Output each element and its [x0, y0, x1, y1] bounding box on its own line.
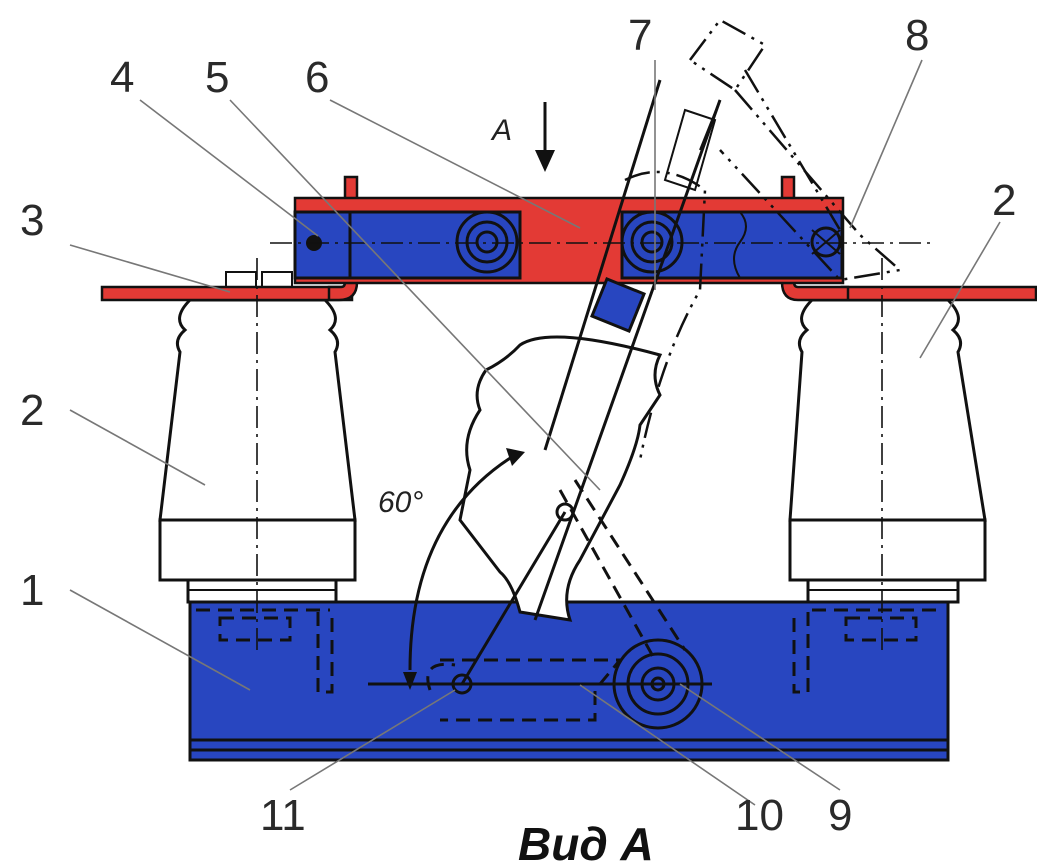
label-4: 4: [110, 53, 134, 102]
label-2-right: 2: [992, 176, 1016, 225]
view-marker-label: A: [490, 114, 512, 147]
part-labels: 1 2 2 3 4 5 6 7 8 9 10 11 A 60° Вид А: [20, 11, 1016, 868]
leader-lines: [69, 59, 1001, 806]
drive-mechanism: [368, 479, 712, 730]
label-10: 10: [735, 791, 784, 840]
base-frame: [188, 600, 950, 762]
label-6: 6: [305, 53, 329, 102]
contact-assembly: [293, 196, 845, 285]
insulator-right: [788, 298, 987, 604]
angle-arc: [403, 448, 525, 690]
label-11: 11: [260, 791, 306, 840]
label-1: 1: [20, 566, 44, 615]
label-7: 7: [628, 11, 652, 60]
label-3: 3: [20, 196, 44, 245]
view-caption: Вид А: [518, 818, 654, 868]
blade-phantom: [624, 18, 903, 461]
label-8: 8: [905, 11, 929, 60]
label-2-left: 2: [20, 386, 44, 435]
rod-insulator: [458, 79, 722, 622]
view-arrow: [535, 102, 555, 172]
label-9: 9: [828, 791, 852, 840]
angle-label: 60°: [378, 486, 423, 519]
center-lines: [256, 242, 930, 650]
label-5: 5: [205, 53, 229, 102]
